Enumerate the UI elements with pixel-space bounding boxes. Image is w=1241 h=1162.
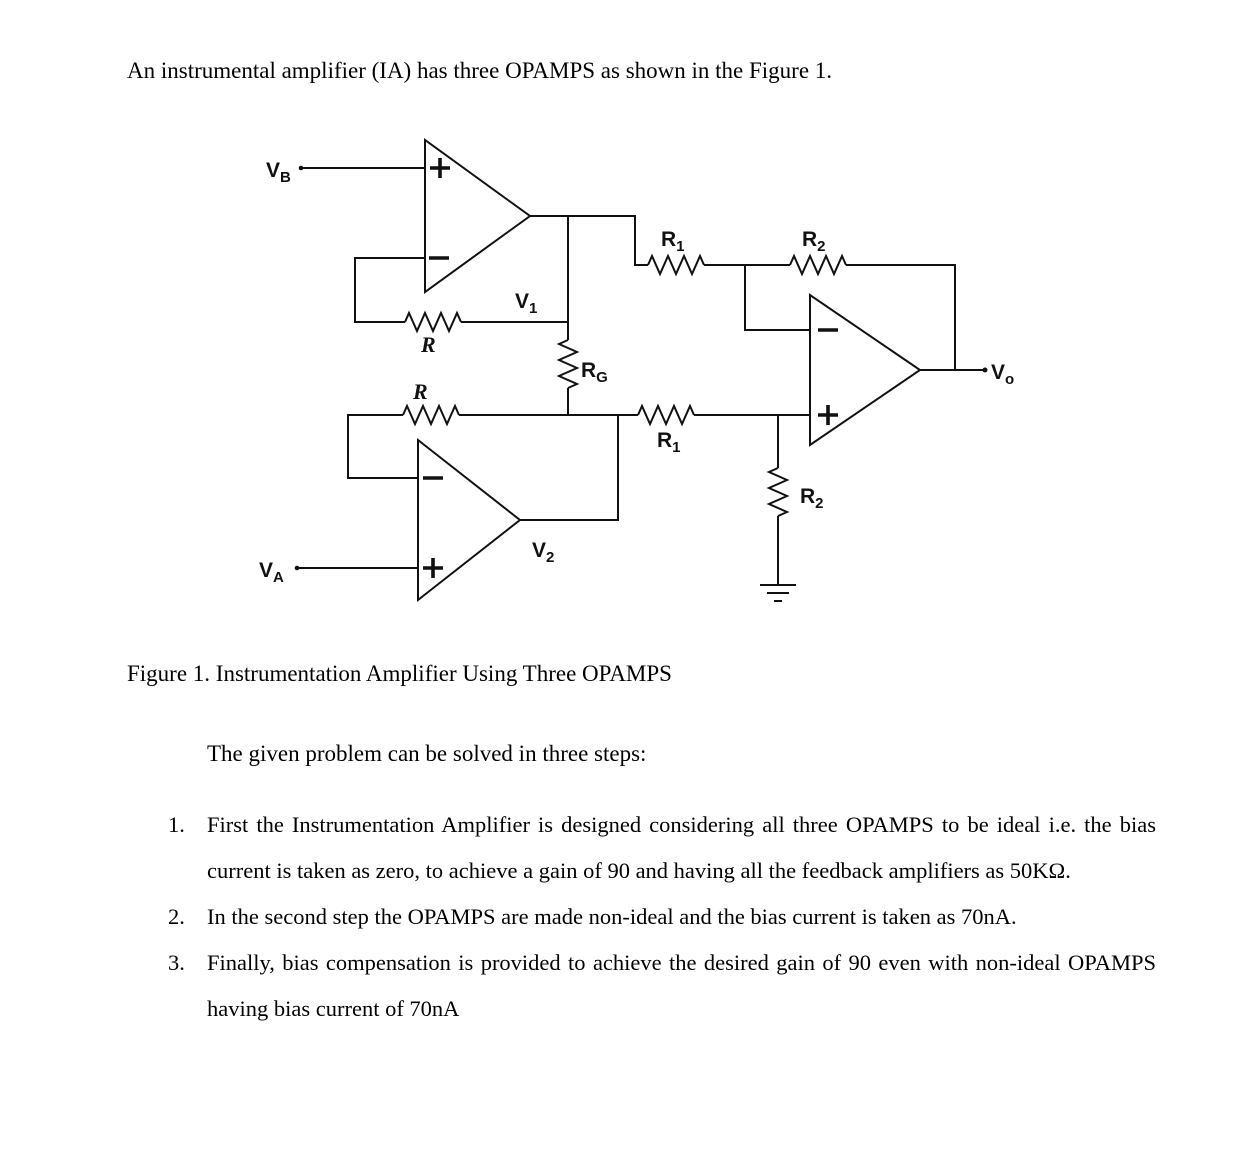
resistor-r-bottom — [402, 403, 460, 427]
wire-opamp2-feedback — [347, 414, 418, 479]
figure-caption: Figure 1. Instrumentation Amplifier Usin… — [127, 661, 672, 686]
opamp-3 — [809, 293, 922, 447]
step-number: 1. — [168, 812, 185, 837]
step-number: 3. — [168, 950, 185, 975]
resistor-r2-right — [766, 467, 790, 517]
circuit-diagram: VB VA V1 V2 Vo R R RG R1 R2 R1 R2 — [259, 138, 1014, 603]
step-item-2: 2. In the second step the OPAMPS are mad… — [168, 894, 1156, 940]
step-text: First the Instrumentation Amplifier is d… — [207, 812, 1156, 883]
wire-r2-feedback-opamp3 — [846, 264, 956, 370]
resistor-rg — [556, 339, 580, 389]
wires — [294, 165, 988, 602]
va-terminal-dot — [294, 565, 300, 571]
resistor-r1-top — [647, 253, 705, 277]
resistor-r1-bottom — [637, 403, 695, 427]
step-text: In the second step the OPAMPS are made n… — [207, 904, 1017, 929]
steps-list: 1. First the Instrumentation Amplifier i… — [168, 802, 1156, 1032]
opamp2-plus-icon — [423, 558, 443, 578]
ground-icon — [760, 584, 796, 602]
step-item-1: 1. First the Instrumentation Amplifier i… — [168, 802, 1156, 894]
label-v2: V2 — [532, 539, 554, 566]
opamp1-triangle — [424, 138, 532, 294]
step-item-3: 3. Finally, bias compensation is provide… — [168, 940, 1156, 1032]
resistor-r-top — [404, 310, 462, 334]
label-r2-top: R2 — [802, 228, 826, 255]
label-rg: RG — [581, 359, 608, 386]
intro-paragraph: An instrumental amplifier (IA) has three… — [127, 58, 833, 83]
diagram-labels: VB VA V1 V2 Vo R R RG R1 R2 R1 R2 — [259, 159, 1014, 586]
step-number: 2. — [168, 904, 185, 929]
wire-opamp2-output — [520, 415, 619, 521]
steps-intro-text: The given problem can be solved in three… — [207, 741, 647, 766]
wire-opamp1-output — [530, 215, 648, 266]
vb-terminal-dot — [298, 165, 304, 171]
label-vb: VB — [266, 159, 291, 186]
label-r2-right: R2 — [800, 485, 824, 512]
wire-to-opamp3-minus — [744, 265, 810, 331]
vo-terminal-dot — [982, 367, 988, 373]
label-r-top: R — [420, 332, 436, 357]
label-vo: Vo — [991, 361, 1014, 388]
resistor-r2-top — [789, 253, 847, 277]
resistors — [402, 253, 847, 517]
label-r1-top: R1 — [661, 228, 685, 255]
opamp3-plus-icon — [818, 405, 838, 425]
wire-opamp1-feedback — [354, 257, 425, 323]
label-r1-bottom: R1 — [657, 429, 681, 456]
opamp-1 — [424, 138, 532, 294]
opamp3-triangle — [809, 293, 922, 447]
opamp1-plus-icon — [430, 158, 450, 178]
opamp2-triangle — [417, 437, 522, 603]
label-v1: V1 — [515, 290, 537, 317]
opamp-2 — [417, 437, 522, 603]
label-va: VA — [259, 559, 284, 586]
label-r-bottom: R — [412, 379, 428, 404]
step-text: Finally, bias compensation is provided t… — [207, 950, 1156, 1021]
